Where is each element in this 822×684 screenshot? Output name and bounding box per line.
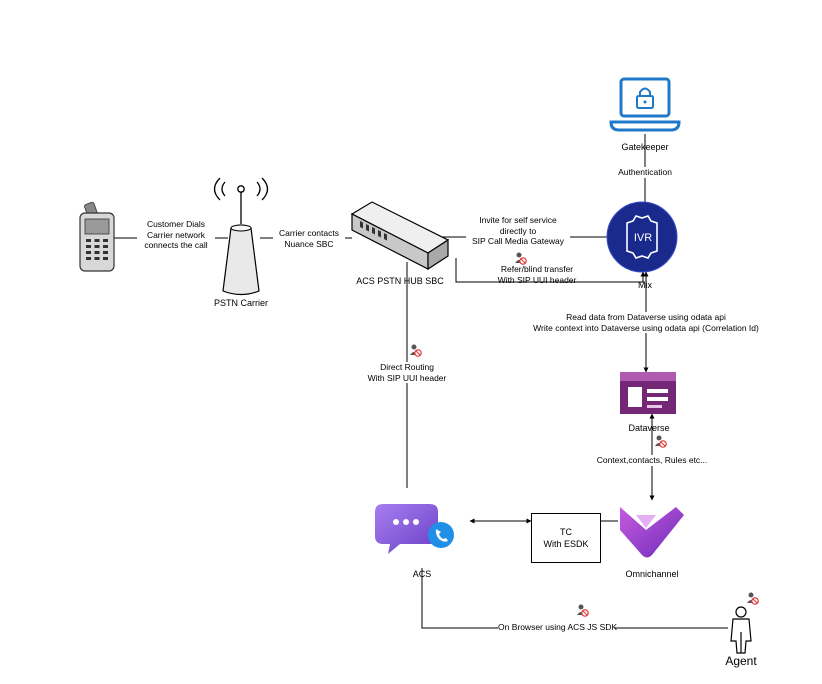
acs-chat-icon (375, 504, 454, 554)
edge-label-invite: Invite for self service directly to SIP … (466, 215, 570, 247)
agent-label: Agent (725, 654, 757, 668)
edge-refer-transfer (455, 258, 646, 283)
pii-icon-browser (577, 604, 589, 617)
agent-person-icon (730, 606, 752, 654)
tc-box-line1: TC (560, 527, 572, 537)
edge-label-direct-routing: Direct Routing With SIP UUI header (360, 362, 454, 383)
pii-icon-direct-routing (410, 344, 422, 357)
phone-icon (79, 201, 115, 272)
edge-label-customer-dials: Customer Dials Carrier network connects … (137, 219, 215, 251)
sbc-switch-icon (350, 201, 450, 271)
tc-box-line2: With ESDK (543, 539, 589, 549)
pii-icon-context (655, 435, 667, 448)
pii-icon-agent (747, 592, 759, 605)
pii-marker-icons (410, 252, 759, 617)
sbc-label: ACS PSTN HUB SBC (356, 276, 444, 286)
edge-label-carrier-contacts: Carrier contacts Nuance SBC (273, 228, 345, 249)
omnichannel-label: Omnichannel (625, 569, 679, 579)
ivr-mix-icon: IVR (606, 201, 678, 273)
acs-label: ACS (412, 569, 432, 579)
omnichannel-icon (620, 507, 684, 558)
edge-label-authentication: Authentication (610, 167, 680, 178)
pii-icon-refer (515, 252, 527, 265)
dataverse-icon (620, 372, 676, 414)
gatekeeper-laptop-lock-icon (609, 77, 681, 132)
pstn-carrier-label: PSTN Carrier (213, 298, 268, 308)
edge-label-refer: Refer/blind transfer With SIP UUI header (497, 264, 577, 285)
gatekeeper-label: Gatekeeper (621, 142, 669, 152)
edge-acs-to-agent (421, 568, 728, 629)
dataverse-label: Dataverse (628, 423, 670, 433)
mix-label: Mix (638, 280, 652, 290)
tc-esdk-box: TC With ESDK (531, 513, 601, 563)
edge-label-read-write: Read data from Dataverse using odata api… (515, 312, 777, 333)
edge-label-context: Context,contacts, Rules etc... (586, 455, 718, 466)
ivr-badge-text: IVR (634, 232, 652, 244)
cell-tower-icon (213, 177, 269, 296)
edge-label-browser: On Browser using ACS JS SDK (498, 622, 618, 633)
